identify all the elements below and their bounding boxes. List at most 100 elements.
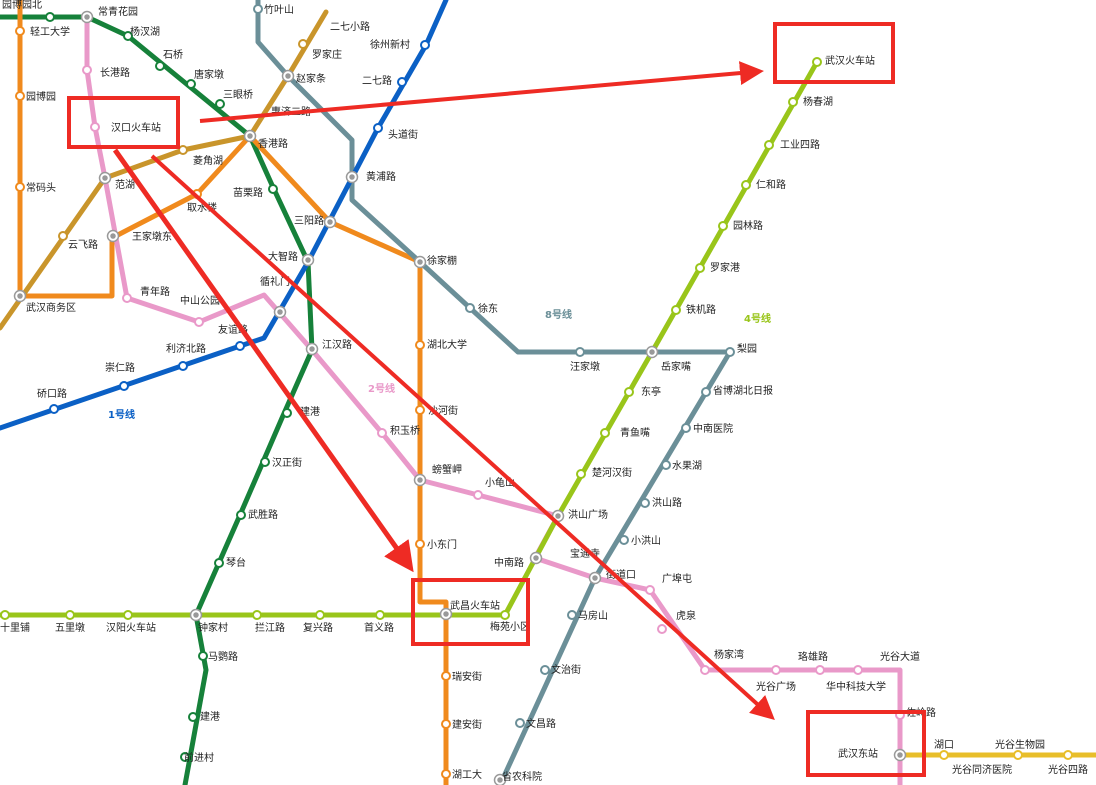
station-dot[interactable] [515,718,525,728]
station-dot[interactable] [500,610,510,620]
station-dot[interactable] [701,387,711,397]
station-dot[interactable] [441,769,451,779]
station-dot[interactable] [235,341,245,351]
station-dot[interactable] [90,122,100,132]
station-dot[interactable] [415,405,425,415]
station-dot[interactable] [681,423,691,433]
station-dot[interactable] [15,182,25,192]
station-dot[interactable] [194,317,204,327]
transfer-station[interactable] [243,129,257,143]
station-dot[interactable] [473,490,483,500]
transfer-station[interactable] [273,305,287,319]
transfer-station[interactable] [413,255,427,269]
transfer-station[interactable] [98,171,112,185]
station-dot[interactable] [65,610,75,620]
station-dot[interactable] [45,12,55,22]
transfer-station[interactable] [529,551,543,565]
station-dot[interactable] [198,651,208,661]
station-dot[interactable] [764,140,774,150]
station-dot[interactable] [0,610,10,620]
station-dot[interactable] [671,305,681,315]
station-dot[interactable] [718,221,728,231]
station-dot[interactable] [645,585,655,595]
station-dot[interactable] [415,340,425,350]
transfer-station[interactable] [13,289,27,303]
station-dot[interactable] [155,61,165,71]
station-dot[interactable] [178,361,188,371]
transfer-station[interactable] [345,170,359,184]
transfer-station[interactable] [80,10,94,24]
station-dot[interactable] [441,719,451,729]
station-dot[interactable] [575,347,585,357]
station-dot[interactable] [576,469,586,479]
station-dot[interactable] [15,91,25,101]
transfer-station[interactable] [281,69,295,83]
station-dot[interactable] [661,460,671,470]
station-dot[interactable] [122,293,132,303]
station-dot[interactable] [188,712,198,722]
station-dot[interactable] [123,31,133,41]
station-dot[interactable] [180,752,190,762]
station-dot[interactable] [415,539,425,549]
station-dot[interactable] [420,40,430,50]
station-dot[interactable] [540,665,550,675]
station-dot[interactable] [236,510,246,520]
transfer-station[interactable] [493,773,507,785]
station-dot[interactable] [260,457,270,467]
station-dot[interactable] [215,99,225,109]
station-dot[interactable] [282,408,292,418]
station-dot[interactable] [567,610,577,620]
station-dot[interactable] [252,610,262,620]
station-dot[interactable] [58,231,68,241]
transfer-station[interactable] [189,608,203,622]
station-label: 园林路 [733,219,763,232]
station-dot[interactable] [397,77,407,87]
station-dot[interactable] [741,180,751,190]
station-dot[interactable] [253,4,263,14]
station-dot[interactable] [377,428,387,438]
transfer-station[interactable] [106,229,120,243]
station-dot[interactable] [119,381,129,391]
transfer-station[interactable] [323,215,337,229]
station-dot[interactable] [298,39,308,49]
station-dot[interactable] [700,665,710,675]
station-dot[interactable] [49,404,59,414]
transfer-station[interactable] [413,473,427,487]
station-dot[interactable] [640,498,650,508]
station-dot[interactable] [373,123,383,133]
station-dot[interactable] [1013,750,1023,760]
station-dot[interactable] [812,57,822,67]
station-dot[interactable] [178,145,188,155]
station-dot[interactable] [788,97,798,107]
transfer-station[interactable] [439,607,453,621]
station-dot[interactable] [725,347,735,357]
station-dot[interactable] [186,79,196,89]
station-dot[interactable] [619,535,629,545]
station-dot[interactable] [441,671,451,681]
station-dot[interactable] [15,26,25,36]
transfer-station[interactable] [588,571,602,585]
station-label: 积玉桥 [390,425,420,437]
station-dot[interactable] [375,610,385,620]
transfer-station[interactable] [645,345,659,359]
station-dot[interactable] [1063,750,1073,760]
station-dot[interactable] [600,428,610,438]
station-dot[interactable] [815,665,825,675]
station-dot[interactable] [123,610,133,620]
station-dot[interactable] [315,610,325,620]
station-dot[interactable] [657,624,667,634]
station-dot[interactable] [268,184,278,194]
station-dot[interactable] [939,750,949,760]
station-dot[interactable] [695,263,705,273]
station-label: 工业四路 [780,138,820,151]
station-dot[interactable] [82,65,92,75]
station-dot[interactable] [214,558,224,568]
station-dot[interactable] [771,665,781,675]
transfer-station[interactable] [301,253,315,267]
station-dot[interactable] [465,303,475,313]
transfer-station[interactable] [305,342,319,356]
transfer-station[interactable] [893,748,907,762]
station-dot[interactable] [853,665,863,675]
station-dot[interactable] [624,387,634,397]
